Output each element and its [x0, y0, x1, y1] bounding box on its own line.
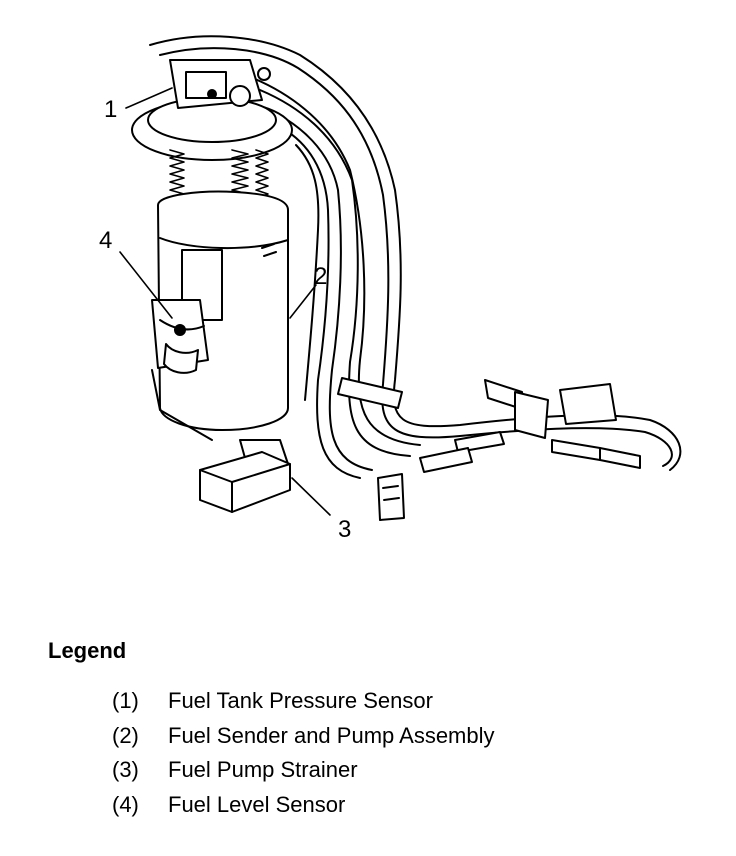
- legend-item-number: (2): [112, 722, 139, 748]
- legend-title: Legend: [48, 638, 127, 663]
- callout-2: 2: [314, 263, 328, 290]
- line-fittings: [419, 383, 641, 473]
- fuel-level-sensor: [151, 299, 213, 441]
- legend-item-number: (3): [112, 757, 139, 782]
- callout-3: 3: [338, 516, 352, 543]
- module-top-cap: [131, 59, 293, 161]
- callout-1: 1: [104, 96, 118, 123]
- legend-item-number: (4): [112, 791, 139, 817]
- legend-item-label: Fuel Pump Strainer: [168, 757, 358, 782]
- callout-4: 4: [99, 227, 113, 254]
- line-clips: [337, 377, 549, 521]
- legend-item: (3) Fuel Pump Strainer: [112, 757, 495, 792]
- legend-item-label: Fuel Sender and Pump Assembly: [168, 722, 495, 748]
- fuel-pump-module-illustration: [119, 35, 682, 521]
- legend-list: (1) Fuel Tank Pressure Sensor (2) Fuel Sen…: [112, 688, 495, 826]
- fuel-lines: [149, 35, 682, 479]
- legend-item-label: Fuel Tank Pressure Sensor: [168, 688, 433, 713]
- legend-item-number: (1): [112, 688, 139, 713]
- legend-item: (1) Fuel Tank Pressure Sensor: [112, 688, 495, 723]
- fuel-pump-strainer: [199, 439, 291, 513]
- leader-lines: [119, 87, 331, 516]
- legend-item: (4) Fuel Level Sensor: [112, 792, 495, 827]
- legend-item-label: Fuel Level Sensor: [168, 791, 346, 817]
- legend-item: (2) Fuel Sender and Pump Assembly: [112, 723, 495, 758]
